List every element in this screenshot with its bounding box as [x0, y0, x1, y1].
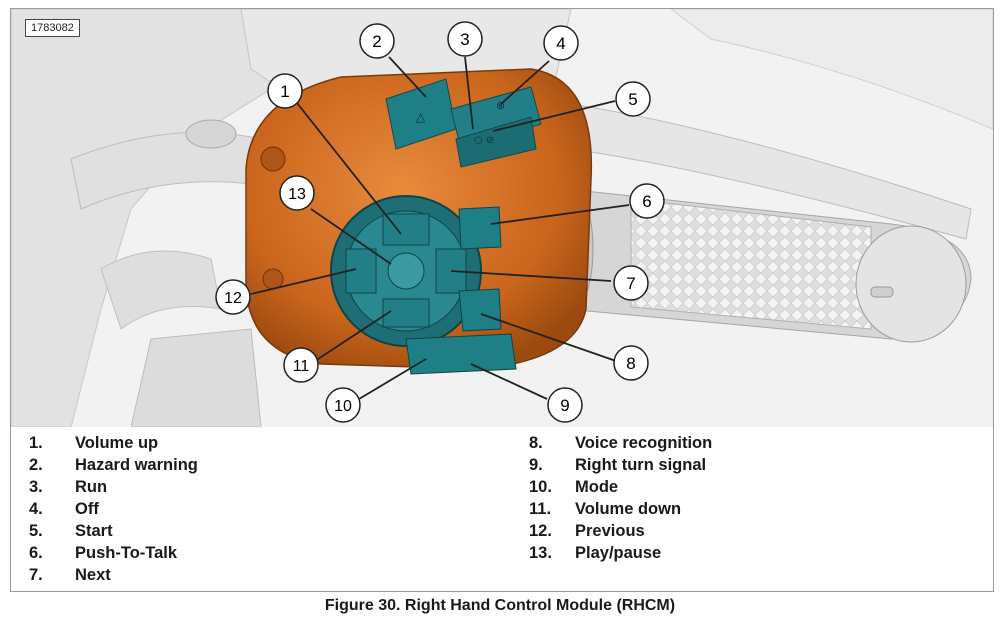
- callout-5-label: 5: [628, 90, 637, 109]
- top-switches: △ ⊗ ○ ⊘: [385, 78, 542, 168]
- callout-8: 8: [613, 345, 649, 381]
- legend-item: 6. Push-To-Talk: [29, 544, 198, 566]
- legend-label: Play/pause: [575, 544, 662, 562]
- legend-column-right: 8.Voice recognition 9.Right turn signal …: [529, 434, 712, 566]
- rhcm-diagram: △ ⊗ ○ ⊘: [11, 9, 993, 427]
- legend-label: Previous: [575, 522, 645, 540]
- callout-9: 9: [547, 387, 583, 423]
- svg-text:⊗: ⊗: [496, 99, 505, 112]
- callout-7-label: 7: [626, 274, 635, 293]
- legend-item: 10. Mode: [529, 478, 712, 500]
- callout-6-label: 6: [642, 192, 651, 211]
- legend-number: 9.: [529, 456, 543, 474]
- legend-number: 4.: [29, 500, 43, 518]
- callout-4: 4: [543, 25, 579, 61]
- svg-text:△: △: [416, 110, 426, 124]
- svg-text:○ ⊘: ○ ⊘: [474, 135, 494, 146]
- legend-label: Start: [75, 522, 113, 540]
- legend-label: Mode: [575, 478, 619, 496]
- control-pad: [330, 195, 482, 347]
- legend-number: 8.: [529, 434, 543, 452]
- legend-item: 8. Voice recognition: [529, 434, 712, 456]
- legend-item: 9. Right turn signal: [529, 456, 712, 478]
- callout-10-label: 10: [334, 398, 352, 415]
- legend-item: 12. Previous: [529, 522, 712, 544]
- legend-item: 7. Next: [29, 566, 198, 588]
- legend-number: 7.: [29, 566, 43, 584]
- legend-item: 4. Off: [29, 500, 198, 522]
- legend-number: 12.: [529, 522, 552, 540]
- legend-label: Hazard warning: [75, 456, 198, 474]
- legend-label: Run: [75, 478, 108, 496]
- figure-caption: Figure 30. Right Hand Control Module (RH…: [324, 597, 676, 614]
- legend-item: 1. Volume up: [29, 434, 198, 456]
- callout-12-label: 12: [224, 290, 242, 307]
- legend-item: 2. Hazard warning: [29, 456, 198, 478]
- callout-1-label: 1: [280, 82, 289, 101]
- callout-1: 1: [267, 73, 303, 109]
- callout-6: 6: [629, 183, 665, 219]
- legend-label: Push-To-Talk: [75, 544, 178, 562]
- callout-3-label: 3: [460, 30, 469, 49]
- legend: 1. Volume up 2. Hazard warning 3. Run 4. Off…: [11, 434, 993, 594]
- legend-item: 3. Run: [29, 478, 198, 500]
- legend-number: 6.: [29, 544, 43, 562]
- legend-label: Voice recognition: [575, 434, 713, 452]
- legend-number: 1.: [29, 434, 43, 452]
- callout-11-label: 11: [293, 358, 310, 375]
- legend-number: 11.: [529, 500, 552, 518]
- figure-id-label: 1783082: [25, 19, 80, 37]
- callout-12: 12: [215, 279, 251, 315]
- legend-number: 2.: [29, 456, 43, 474]
- legend-item: 13. Play/pause: [529, 544, 712, 566]
- callout-5: 5: [615, 81, 651, 117]
- side-switches: [405, 206, 517, 375]
- callout-8-label: 8: [626, 354, 635, 373]
- callout-9-label: 9: [560, 396, 569, 415]
- callouts: 1 2 3 4 5 6 7 8 9 10 11 12 13: [215, 21, 665, 423]
- legend-number: 5.: [29, 522, 43, 540]
- rhcm-illustration: △ ⊗ ○ ⊘: [11, 9, 993, 427]
- handlebar-grip: [548, 186, 972, 343]
- callout-2: 2: [359, 23, 395, 59]
- callout-13: 13: [279, 175, 315, 211]
- legend-label: Volume down: [575, 500, 682, 518]
- legend-label: Volume up: [75, 434, 159, 452]
- legend-number: 13.: [529, 544, 552, 562]
- legend-label: Off: [75, 500, 99, 518]
- figure-frame: △ ⊗ ○ ⊘: [10, 8, 994, 592]
- legend-number: 3.: [29, 478, 43, 496]
- legend-number: 10.: [529, 478, 552, 496]
- callout-10: 10: [325, 387, 361, 423]
- callout-4-label: 4: [556, 34, 565, 53]
- leader-lines: [250, 56, 630, 400]
- callout-13-label: 13: [288, 186, 306, 203]
- legend-label: Next: [75, 566, 111, 584]
- legend-column-left: 1. Volume up 2. Hazard warning 3. Run 4. Off…: [29, 434, 198, 588]
- legend-label: Right turn signal: [575, 456, 707, 474]
- callout-3: 3: [447, 21, 483, 57]
- callout-2-label: 2: [372, 32, 381, 51]
- legend-item: 5. Start: [29, 522, 198, 544]
- callout-11: 11: [283, 347, 319, 383]
- callout-7: 7: [613, 265, 649, 301]
- legend-item: 11. Volume down: [529, 500, 712, 522]
